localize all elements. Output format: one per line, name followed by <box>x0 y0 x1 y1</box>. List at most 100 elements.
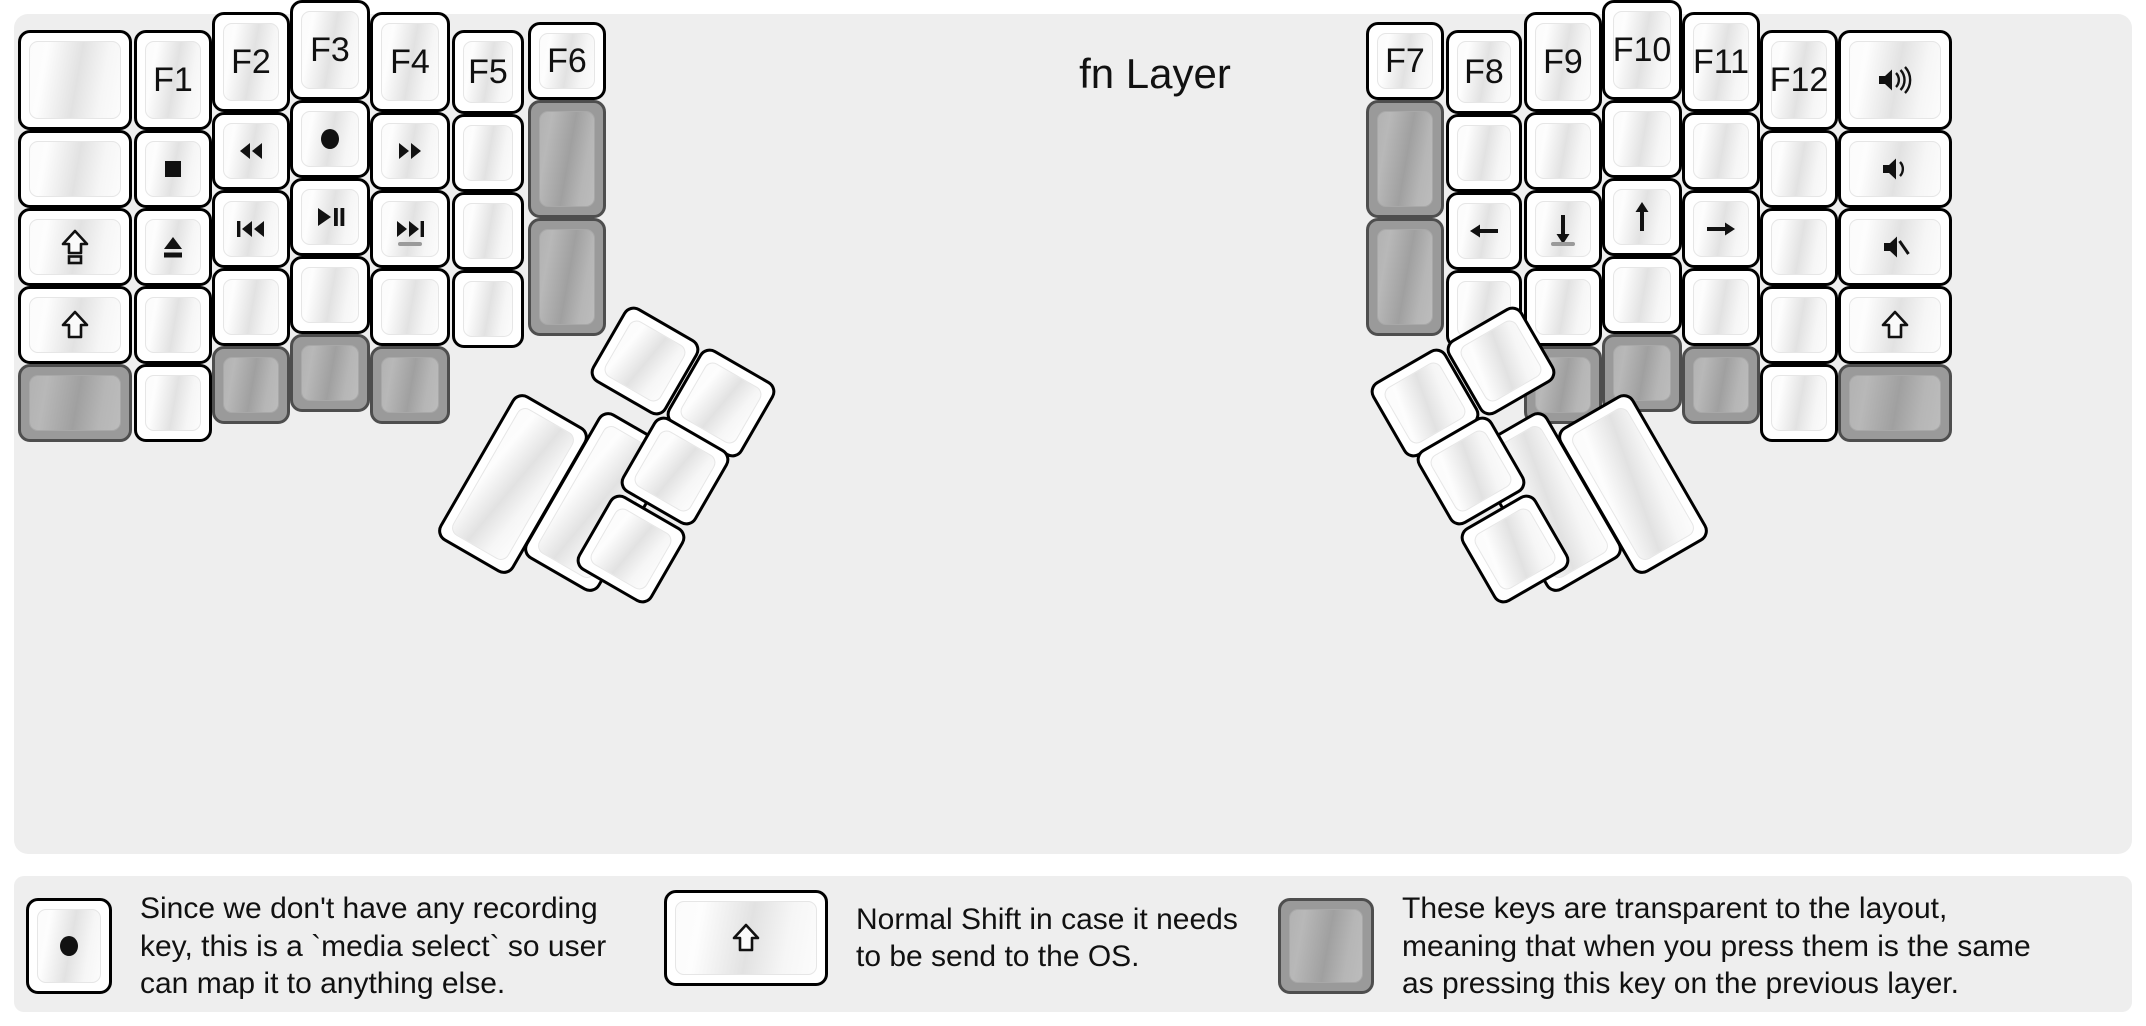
key-col-ring-1[interactable] <box>212 112 290 190</box>
key-col-ring-2[interactable] <box>212 190 290 268</box>
key-col-pinky-outer-2[interactable] <box>18 208 132 286</box>
key-col-index-1[interactable] <box>370 112 450 190</box>
key-col-index-2[interactable] <box>1524 190 1602 268</box>
keycap-face <box>587 505 675 593</box>
key-col-pinky-4[interactable] <box>134 364 212 442</box>
key-col-middle-3[interactable] <box>290 256 370 334</box>
keycap-face <box>223 357 279 413</box>
keycap-face <box>1457 203 1511 259</box>
key-col-pinky-outer-0[interactable] <box>18 30 132 130</box>
key-label: F6 <box>547 42 587 80</box>
keycap-face <box>1771 141 1827 197</box>
key-col-innermost-1[interactable] <box>528 100 606 218</box>
key-col-pinky-3[interactable] <box>134 286 212 364</box>
keycap-face <box>1427 427 1515 515</box>
legend-sample-key-2 <box>1278 898 1374 995</box>
keycap-face <box>1471 505 1559 593</box>
key-col-middle-2[interactable] <box>290 178 370 256</box>
key-col-pinky-0[interactable]: F12 <box>1760 30 1838 130</box>
key-col-index-4[interactable] <box>370 346 450 424</box>
key-col-middle-2[interactable] <box>1602 178 1682 256</box>
key-col-pinky-4[interactable] <box>1760 364 1838 442</box>
legend-description-0: Since we don't have any recording key, t… <box>140 892 607 1000</box>
key-col-ring-3[interactable] <box>212 268 290 346</box>
keycap-face <box>539 229 595 325</box>
key-col-inner-3[interactable] <box>452 270 524 348</box>
key-col-index-0[interactable]: F4 <box>370 12 450 112</box>
key-col-middle-1[interactable] <box>290 100 370 178</box>
volume-mute-icon <box>1875 227 1915 267</box>
key-col-pinky-outer-4[interactable] <box>1838 364 1952 442</box>
key-col-pinky-outer-2[interactable] <box>1838 208 1952 286</box>
keycap-face <box>29 375 121 431</box>
keycap-face <box>463 203 513 259</box>
key-col-pinky-outer-4[interactable] <box>18 364 132 442</box>
key-col-pinky-outer-3[interactable] <box>1838 286 1952 364</box>
key-col-pinky-0[interactable]: F1 <box>134 30 212 130</box>
arrow-down-icon <box>1543 209 1583 249</box>
keycap-face <box>1613 267 1671 323</box>
volume-up-icon <box>1875 60 1915 100</box>
key-col-inner-0[interactable]: F8 <box>1446 30 1522 114</box>
eject-icon <box>153 227 193 267</box>
keycap-face: F11 <box>1693 23 1749 101</box>
key-col-innermost-0[interactable]: F7 <box>1366 22 1444 100</box>
key-col-inner-1[interactable] <box>1446 114 1522 192</box>
key-col-middle-4[interactable] <box>290 334 370 412</box>
key-col-ring-2[interactable] <box>1682 190 1760 268</box>
homing-bump-indicator <box>1551 242 1575 246</box>
key-col-pinky-2[interactable] <box>1760 208 1838 286</box>
key-col-pinky-1[interactable] <box>1760 130 1838 208</box>
key-col-pinky-3[interactable] <box>1760 286 1838 364</box>
key-col-pinky-outer-3[interactable] <box>18 286 132 364</box>
key-col-ring-1[interactable] <box>1682 112 1760 190</box>
next-track-icon <box>390 209 430 249</box>
key-col-inner-2[interactable] <box>1446 192 1522 270</box>
key-col-index-3[interactable] <box>1524 268 1602 346</box>
key-col-inner-0[interactable]: F5 <box>452 30 524 114</box>
keycap-face <box>1289 909 1363 984</box>
keycap-face <box>145 219 201 275</box>
key-col-ring-0[interactable]: F11 <box>1682 12 1760 112</box>
key-col-innermost-1[interactable] <box>1366 100 1444 218</box>
keycap-face <box>1535 201 1591 257</box>
key-col-innermost-2[interactable] <box>1366 218 1444 336</box>
key-col-index-0[interactable]: F9 <box>1524 12 1602 112</box>
legend-sample-key-0 <box>26 898 112 995</box>
keycap-face <box>145 141 201 197</box>
key-col-index-2[interactable] <box>370 190 450 268</box>
key-col-middle-1[interactable] <box>1602 100 1682 178</box>
key-label: F8 <box>1464 53 1504 91</box>
key-col-innermost-0[interactable]: F6 <box>528 22 606 100</box>
key-col-ring-4[interactable] <box>212 346 290 424</box>
keycap-face <box>1771 375 1827 431</box>
keycap-face <box>1693 357 1749 413</box>
key-label: F4 <box>390 43 430 81</box>
play-pause-icon <box>310 197 350 237</box>
keycap-face: F5 <box>463 41 513 103</box>
key-col-ring-3[interactable] <box>1682 268 1760 346</box>
key-col-inner-1[interactable] <box>452 114 524 192</box>
key-col-pinky-outer-0[interactable] <box>1838 30 1952 130</box>
key-col-ring-0[interactable]: F2 <box>212 12 290 112</box>
key-col-pinky-outer-1[interactable] <box>18 130 132 208</box>
key-col-pinky-outer-1[interactable] <box>1838 130 1952 208</box>
keycap-face <box>1457 317 1545 405</box>
key-col-middle-0[interactable]: F3 <box>290 0 370 100</box>
key-col-pinky-2[interactable] <box>134 208 212 286</box>
keycap-face: F9 <box>1535 23 1591 101</box>
keycap-face <box>463 125 513 181</box>
key-col-index-3[interactable] <box>370 268 450 346</box>
keycap-face <box>223 279 279 335</box>
key-col-innermost-2[interactable] <box>528 218 606 336</box>
key-label: F1 <box>153 61 193 99</box>
keycap-face <box>301 267 359 323</box>
key-col-middle-3[interactable] <box>1602 256 1682 334</box>
keycap-face <box>29 219 121 275</box>
key-col-index-1[interactable] <box>1524 112 1602 190</box>
key-col-ring-4[interactable] <box>1682 346 1760 424</box>
key-col-inner-2[interactable] <box>452 192 524 270</box>
key-label: F5 <box>468 53 508 91</box>
key-col-middle-0[interactable]: F10 <box>1602 0 1682 100</box>
key-col-pinky-1[interactable] <box>134 130 212 208</box>
